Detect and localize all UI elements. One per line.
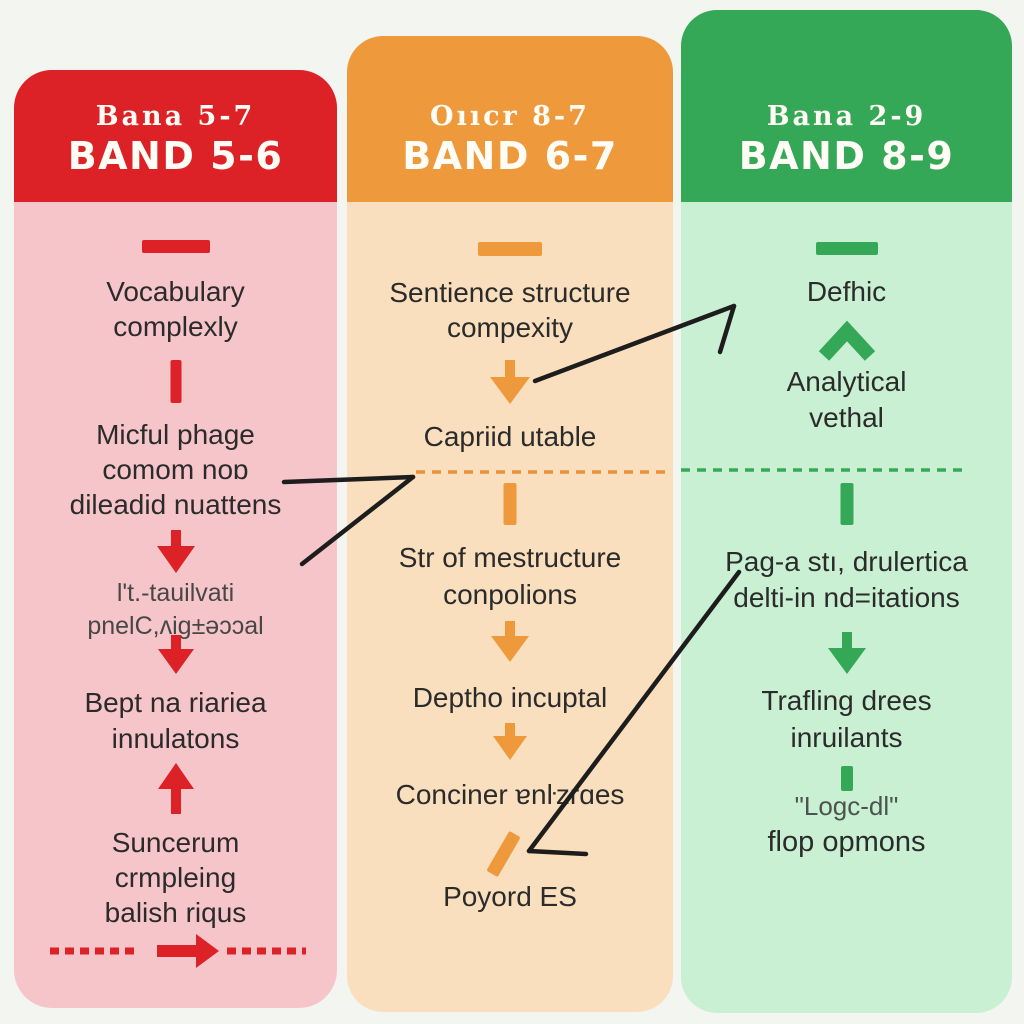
vertical-bar-icon [840,483,853,525]
vertical-bar-icon [503,483,517,525]
dash-bar-icon [141,240,210,253]
down-arrow-icon [156,530,195,573]
flow-step-text: flop opmons [767,826,926,858]
vertical-bar-icon [170,360,181,403]
flow-step-text: Pag-a stı, drulertica delti-in nd=itatio… [725,546,968,613]
header-big-label: BAND 6-7 [402,134,618,178]
column-header-band-5-6: Bana 5-7 BAND 5-6 [14,70,337,202]
down-arrow-icon [490,360,530,404]
dash-bar-icon [478,242,542,256]
flow-step-text: Analytical vethal [786,366,907,433]
flow-step-text: Bept na riariea innulatons [84,687,267,754]
dash-bar-icon [815,242,878,255]
column-band-6-7: Oııcr 8-7 BAND 6-7 Sentience structure c… [347,36,673,1012]
header-small-label: Bana 2-9 [766,101,927,132]
flow-step-text: Trafling drees inruilants [761,685,932,753]
flow-step-text: Capriid utable [423,421,597,452]
chevron-up-icon [818,320,875,361]
down-arrow-icon [157,635,194,674]
flow-step-text: Str of mestructure conpolions [398,542,622,610]
flow-step-text: Poyord ES [443,881,577,912]
flow-step-text: "Logc-dl" [794,791,899,821]
header-big-label: BAND 8-9 [738,134,955,178]
flow-step-text: Vocabulary complexly [106,276,245,342]
flow-step-text: Suncerum crmpleing balish riqus [104,827,247,928]
flow-step-text: Deptho incuptal [412,682,608,713]
flow-step-text: Micful phage comom noɒ dileadid nuattens [69,419,282,520]
flow-step-text: l't.-tauilvati pnelC,ʌig±ǝɔɔal [87,579,264,640]
header-small-label: Oııcr 8-7 [430,101,590,132]
tilted-bar-icon [486,830,521,878]
small-vertical-bar-icon [840,766,853,791]
flow-step-text: Sentience structure compexity [389,277,631,343]
flow-step-text: Defhic [806,276,887,307]
column-band-8-9: Bana 2-9 BAND 8-9 Defhic Analytical veth… [681,10,1012,1013]
header-small-label: Bana 5-7 [95,101,256,132]
up-arrow-icon [157,763,194,814]
flow-step-text: Conciner ɐnŀᴢrɑes [395,779,625,810]
down-arrow-icon [827,632,866,674]
column-header-band-8-9: Bana 2-9 BAND 8-9 [681,10,1012,202]
down-arrow-icon [493,723,527,760]
column-header-band-6-7: Oııcr 8-7 BAND 6-7 [347,36,673,202]
column-band-5-6: Bana 5-7 BAND 5-6 Vocabulary complexly M… [14,70,337,1008]
down-arrow-icon [491,621,529,662]
header-big-label: BAND 5-6 [67,134,284,178]
